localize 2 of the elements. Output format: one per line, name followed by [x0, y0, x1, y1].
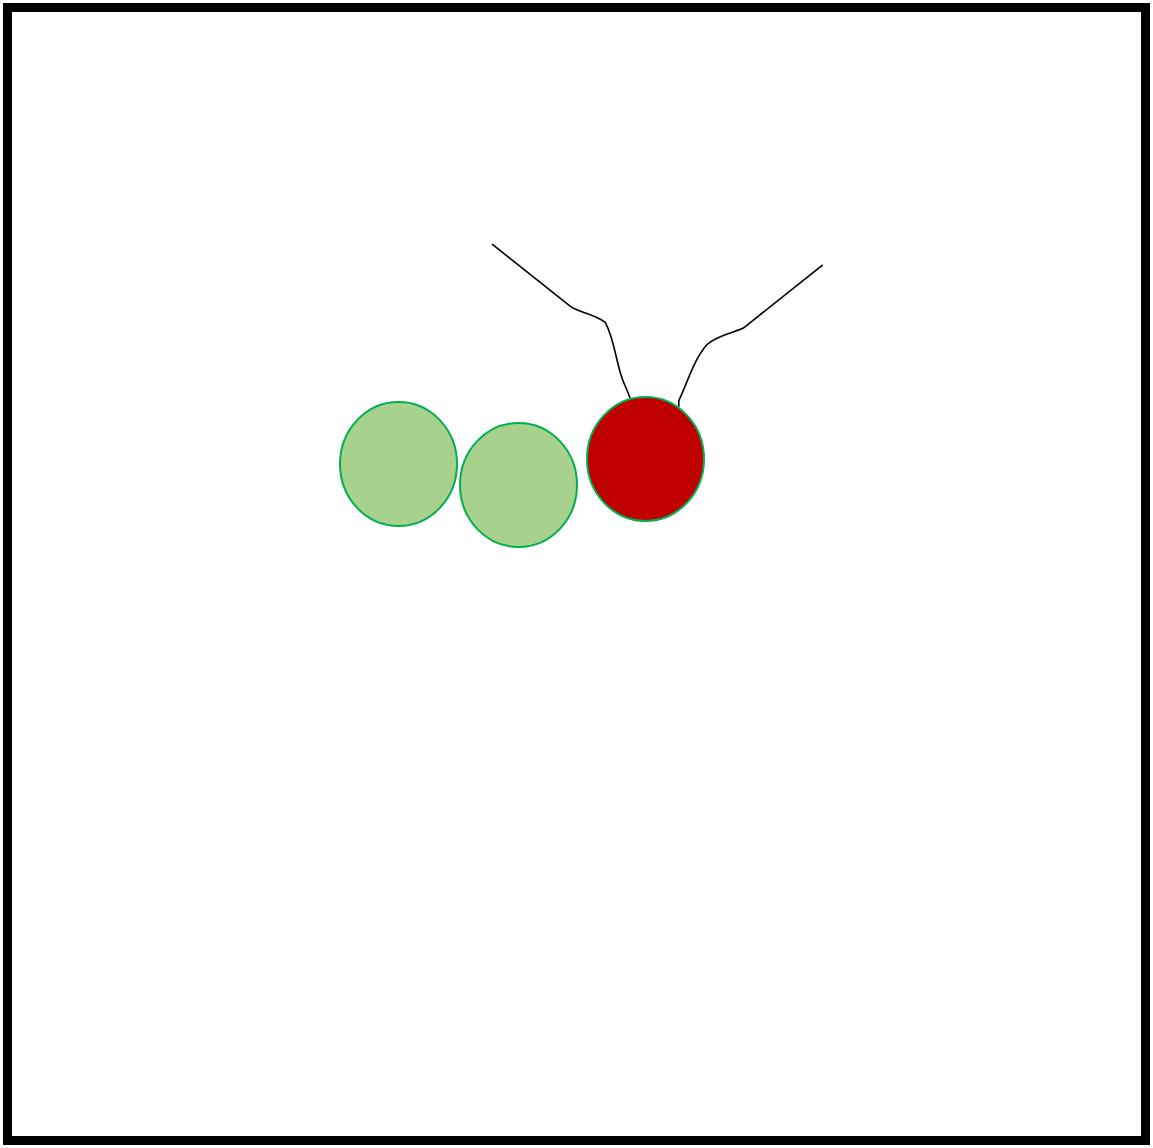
curved-line	[677, 263, 824, 408]
curved-line	[491, 243, 631, 399]
